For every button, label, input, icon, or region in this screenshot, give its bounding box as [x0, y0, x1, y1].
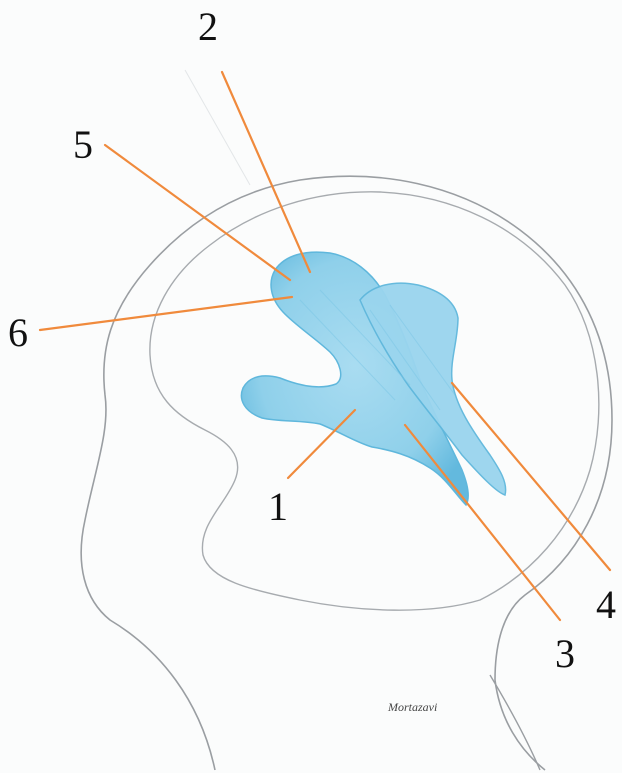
- label-4: 4: [596, 582, 616, 627]
- leader-line-2: [222, 72, 310, 272]
- label-3: 3: [555, 631, 575, 676]
- neck-line: [490, 675, 540, 770]
- label-1: 1: [268, 484, 288, 529]
- label-6: 6: [8, 310, 28, 355]
- label-5: 5: [73, 122, 93, 167]
- faint-construction-line: [185, 70, 250, 185]
- label-2: 2: [198, 4, 218, 49]
- leader-line-4: [452, 383, 610, 570]
- artist-signature: Mortazavi: [387, 700, 437, 714]
- leader-line-6: [40, 297, 292, 330]
